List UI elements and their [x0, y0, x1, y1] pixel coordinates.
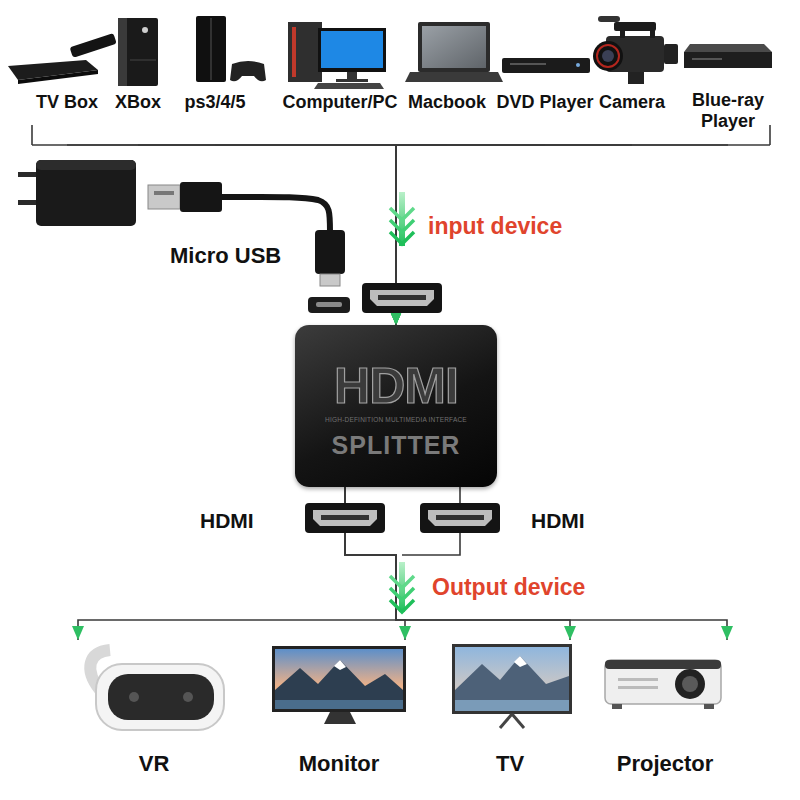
device-item: Macbook [405, 92, 489, 145]
hdmi-port [305, 503, 385, 533]
flow-label: input device [428, 213, 562, 239]
bluray-player-icon [684, 44, 772, 68]
splitter-box: HDMI HIGH-DEFINITION MULTIMEDIA INTERFACE… [295, 325, 497, 487]
device-item: Monitor [268, 640, 410, 782]
device-label: Monitor [299, 752, 380, 776]
device-item: Blue-ray Player [683, 90, 773, 145]
usb-cable [148, 182, 350, 313]
connector-label: Micro USB [170, 243, 281, 268]
device-item: XBox [109, 92, 167, 145]
tv-box-icon [8, 33, 117, 84]
device-item: Camera [595, 92, 669, 145]
device-label: Camera [599, 92, 665, 113]
device-label: Blue-ray Player [686, 90, 770, 132]
projector-icon [605, 660, 721, 709]
vr-headset-icon [90, 650, 224, 730]
signal-line [396, 145, 728, 325]
device-label: TV [496, 752, 524, 776]
laptop-icon [405, 22, 503, 82]
device-label: TV Box [36, 92, 98, 113]
device-label: VR [139, 752, 170, 776]
playstation-icon [196, 16, 266, 82]
tv-icon [452, 644, 572, 728]
hdmi-port [420, 503, 500, 533]
power-adapter [18, 160, 136, 226]
device-item: TV [446, 640, 574, 782]
dvd-player-icon [502, 58, 590, 73]
device-item: Computer/PC [279, 92, 400, 145]
flow-label: Output device [432, 574, 585, 600]
device-item: TV Box [31, 92, 103, 145]
device-label: DVD Player [496, 92, 593, 113]
hdmi-port [362, 283, 442, 313]
device-item: DVD Player [493, 92, 597, 145]
device-label: XBox [115, 92, 161, 113]
port-label: HDMI [200, 509, 254, 533]
port-label: HDMI [531, 509, 585, 533]
camcorder-icon [593, 16, 678, 84]
device-item: ps3/4/5 [176, 92, 254, 145]
direction-arrow [390, 192, 414, 246]
device-label: Projector [617, 752, 714, 776]
device-label: Macbook [408, 92, 486, 113]
signal-line [138, 145, 396, 325]
signal-line [345, 487, 727, 640]
input-bus [32, 125, 770, 145]
direction-arrow [390, 562, 414, 612]
monitor-icon [272, 646, 406, 724]
computer-icon [288, 22, 386, 89]
signal-line [78, 487, 396, 640]
product-label: SPLITTER [332, 433, 461, 458]
device-label: ps3/4/5 [184, 92, 245, 113]
xbox-icon [118, 18, 158, 86]
device-item: Projector [600, 640, 730, 782]
device-item: VR [76, 640, 232, 782]
device-label: Computer/PC [282, 92, 397, 113]
logo-text: HDMI [334, 361, 458, 411]
logo-subtitle: HIGH-DEFINITION MULTIMEDIA INTERFACE [325, 416, 467, 423]
